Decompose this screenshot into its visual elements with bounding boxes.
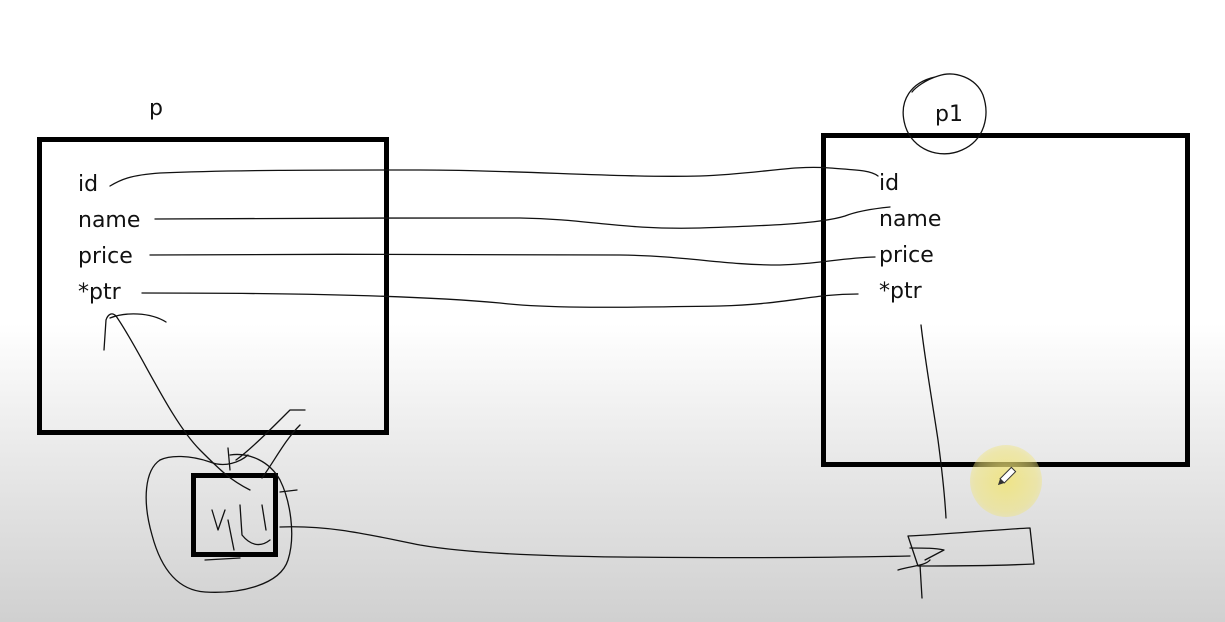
pen-cursor-highlight bbox=[970, 445, 1042, 517]
object-p-field-name: name bbox=[78, 208, 141, 233]
object-p1-field-ptr: *ptr bbox=[879, 279, 922, 304]
object-p1-field-name: name bbox=[879, 207, 942, 232]
object-p-field-ptr: *ptr bbox=[78, 280, 121, 305]
object-p1-box bbox=[821, 133, 1190, 467]
object-p-field-price: price bbox=[78, 244, 133, 269]
object-p1-label: p1 bbox=[935, 102, 963, 127]
heap-memory-box bbox=[191, 473, 278, 557]
bracket-box-annotation bbox=[907, 527, 1035, 567]
object-p-field-id: id bbox=[78, 172, 99, 197]
object-p-label: p bbox=[149, 96, 163, 121]
object-p1-field-id: id bbox=[879, 171, 900, 196]
connector-heap-to-bracket bbox=[279, 526, 911, 559]
object-p1-field-price: price bbox=[879, 243, 934, 268]
